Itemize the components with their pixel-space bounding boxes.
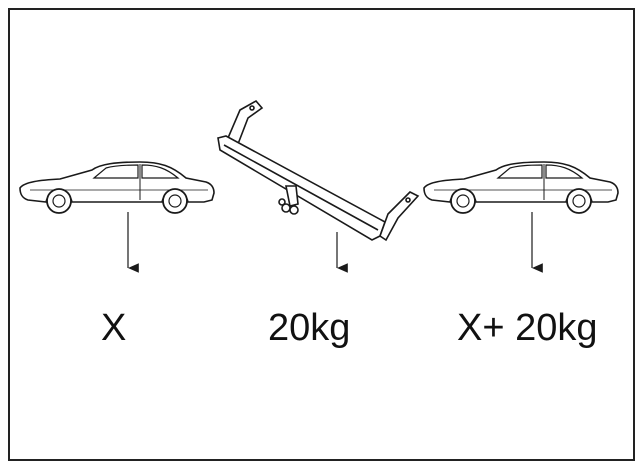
tow-bar-icon (217, 99, 420, 242)
weight-label-car: X (101, 307, 127, 349)
diagram-frame (8, 8, 635, 461)
weight-label-total: X+ 20kg (457, 307, 598, 349)
weight-label-tow-bar: 20kg (268, 307, 351, 349)
car-with-tow-bar-icon (423, 161, 619, 214)
car-icon (19, 161, 215, 214)
